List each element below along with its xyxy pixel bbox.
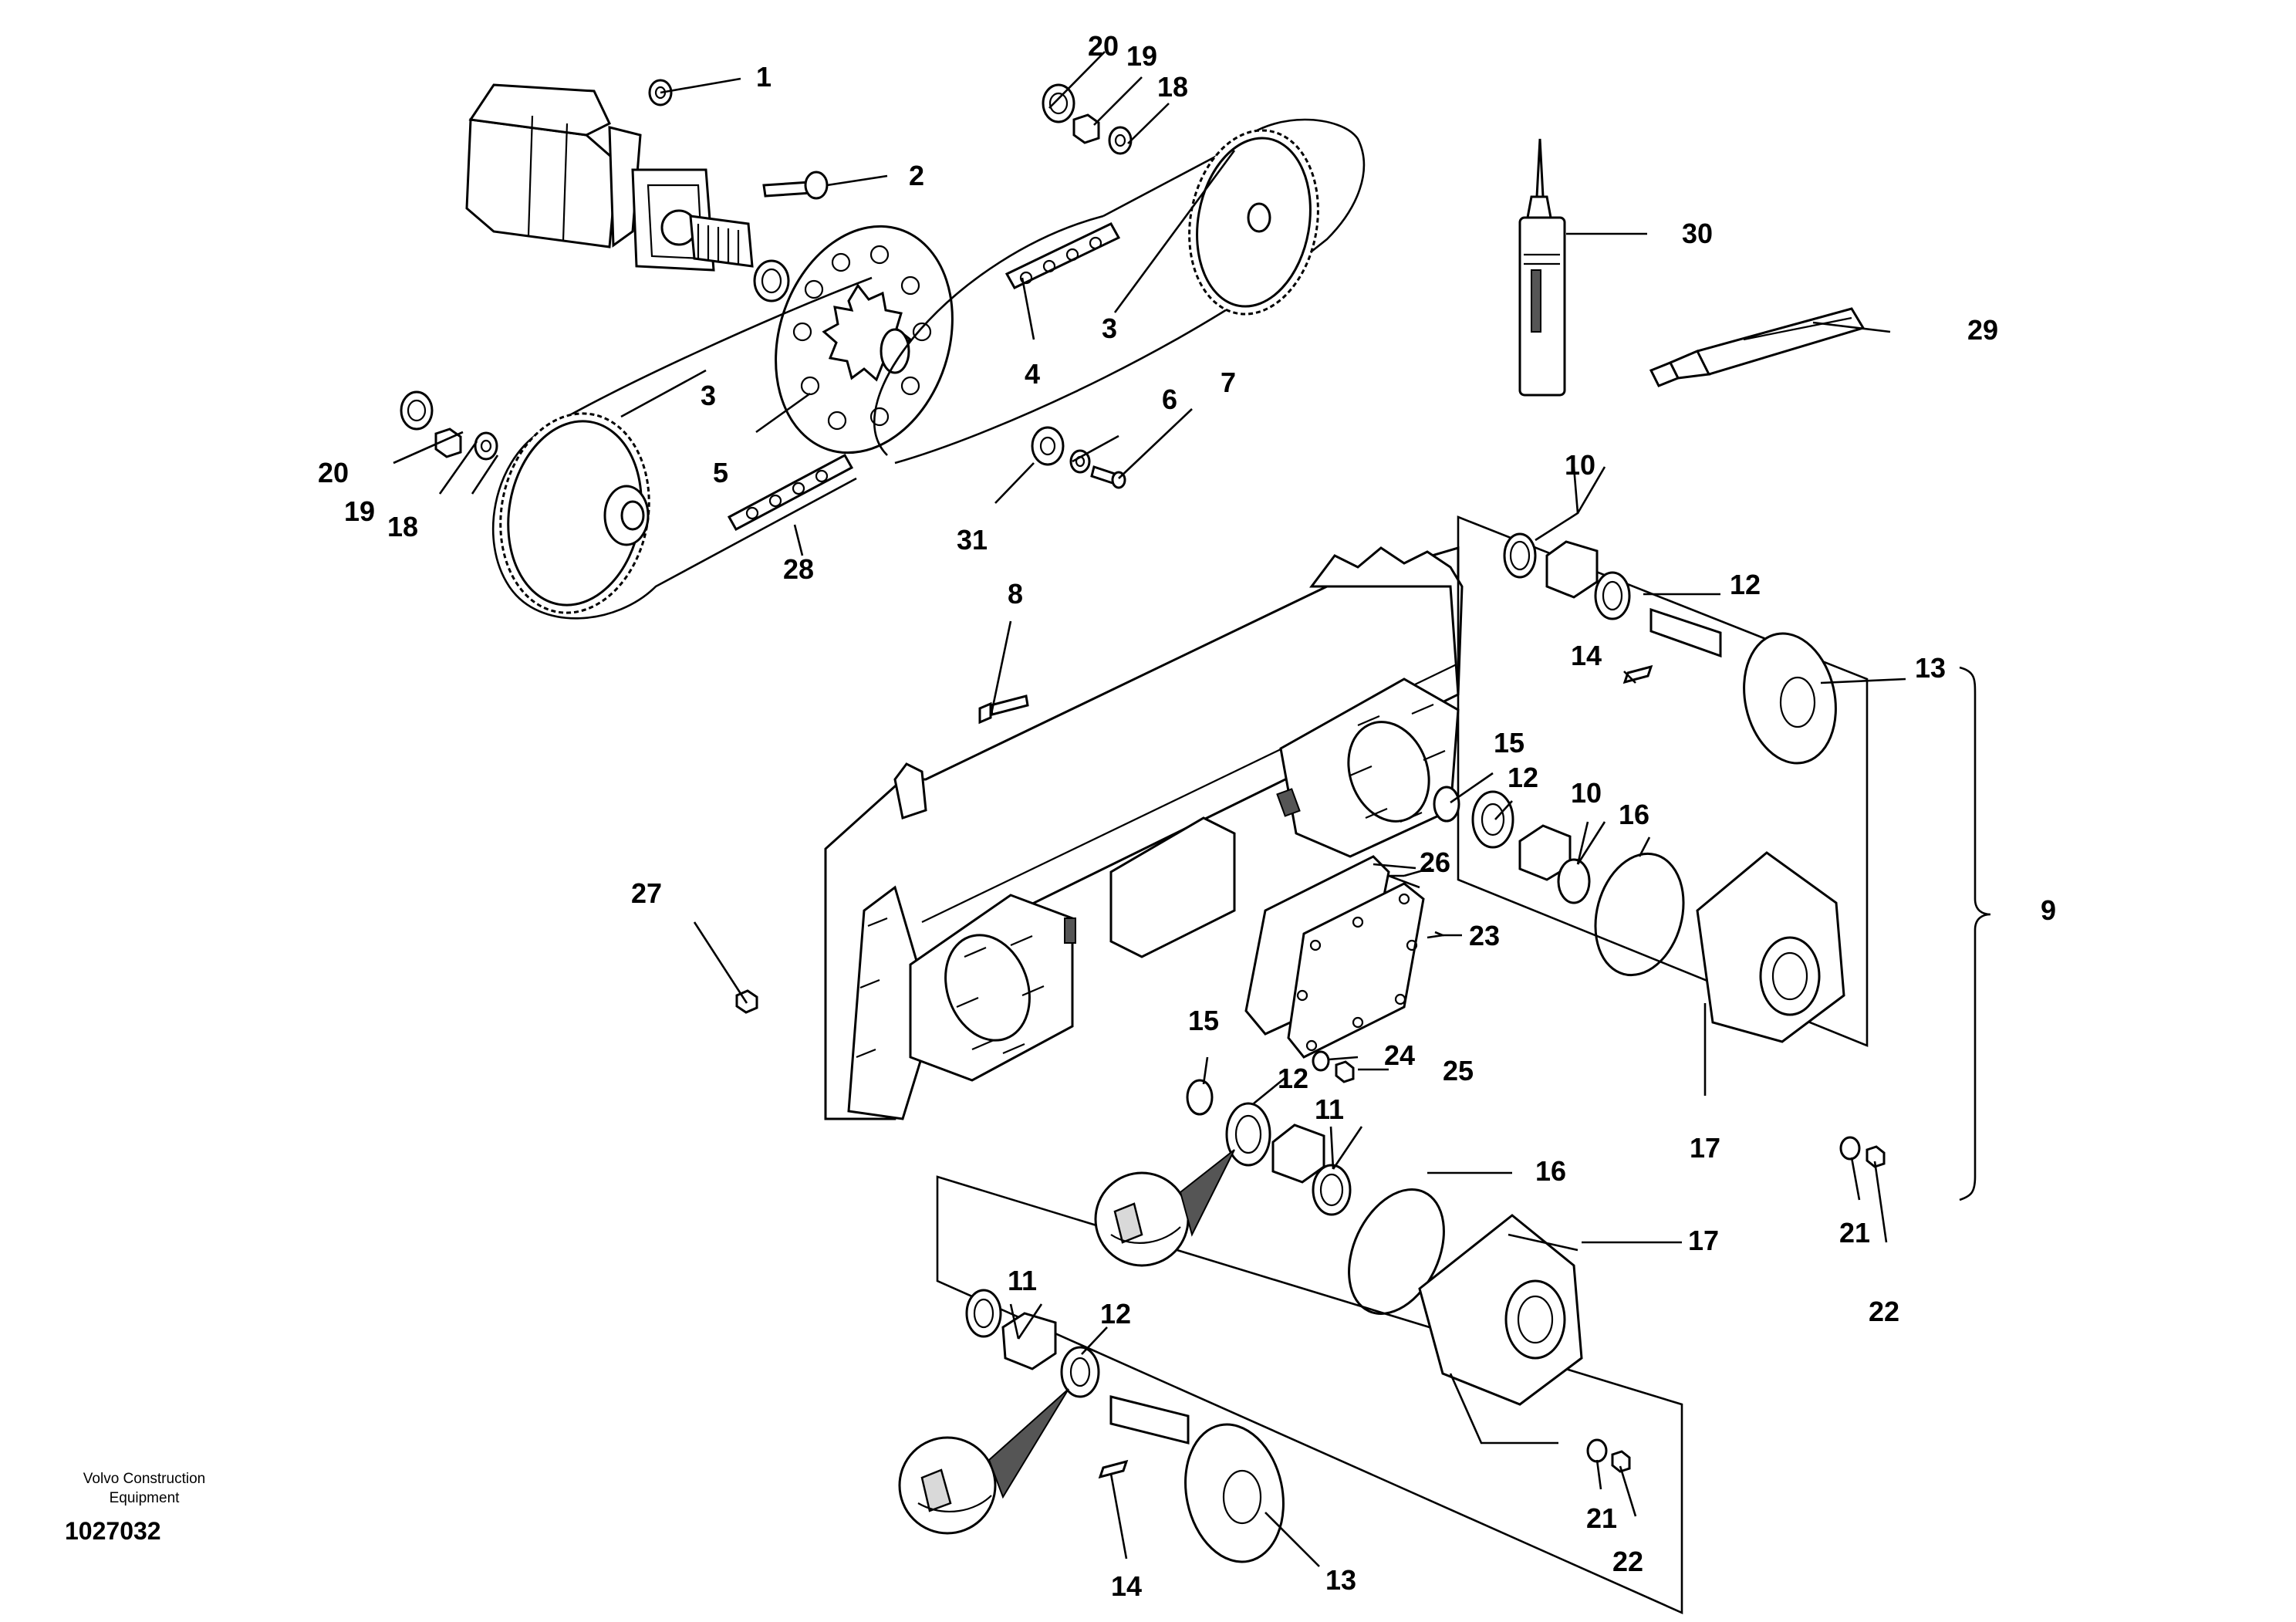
callout-1: 1 — [756, 61, 772, 93]
callout-30: 30 — [1682, 218, 1713, 249]
leader-lines — [393, 51, 1906, 1567]
callout-21-lower: 21 — [1586, 1502, 1617, 1534]
callout-14-upper: 14 — [1571, 640, 1602, 671]
seal-detail-bubble-upper — [1094, 1149, 1235, 1267]
axle-assembly-left — [936, 1079, 1683, 1615]
callout-15-lower: 15 — [1188, 1005, 1219, 1036]
callout-15-upper: 15 — [1494, 727, 1524, 759]
callout-12-b: 12 — [1508, 762, 1538, 793]
callout-17-lower: 17 — [1688, 1225, 1719, 1256]
chain-segment-part-4 — [1004, 222, 1121, 289]
chaincase-housing — [824, 546, 1464, 1120]
callout-22-lower: 22 — [1612, 1546, 1643, 1577]
callout-10-lower: 10 — [1571, 777, 1602, 809]
spacer-washer-bolt-31-6-7 — [1031, 426, 1126, 489]
callout-18-lower: 18 — [387, 511, 418, 542]
callout-17-upper: 17 — [1690, 1132, 1720, 1164]
callout-5: 5 — [713, 457, 728, 488]
callout-23: 23 — [1469, 920, 1500, 951]
callout-8: 8 — [1008, 578, 1023, 610]
callout-labels: 1 2 3 3 4 5 6 7 8 9 10 10 11 11 12 12 12… — [318, 30, 2056, 1602]
cover-gasket-parts-23-26 — [1244, 855, 1425, 1083]
callout-11-lower: 11 — [1008, 1265, 1037, 1296]
callout-3-upper: 3 — [1102, 313, 1117, 344]
callout-22-upper: 22 — [1869, 1296, 1899, 1327]
seal-detail-bubble-lower — [898, 1388, 1069, 1535]
hydraulic-motor — [465, 83, 790, 302]
callout-13-lower: 13 — [1325, 1564, 1356, 1596]
sprocket-lower-part-3 — [499, 412, 650, 614]
callout-11-upper: 11 — [1315, 1093, 1344, 1125]
callout-25: 25 — [1443, 1055, 1474, 1086]
group-bracket-9 — [1959, 666, 1991, 1201]
callout-26: 26 — [1420, 846, 1450, 878]
callout-7: 7 — [1221, 367, 1236, 398]
callout-18-upper: 18 — [1157, 71, 1188, 103]
sealant-cartridge-part-30 — [1518, 138, 1566, 397]
callout-4: 4 — [1025, 358, 1040, 390]
callout-21-upper: 21 — [1839, 1217, 1870, 1249]
callout-6: 6 — [1162, 384, 1177, 415]
callout-16-lower: 16 — [1535, 1155, 1566, 1187]
callout-12-d: 12 — [1100, 1298, 1131, 1330]
callout-14-lower: 14 — [1111, 1570, 1142, 1602]
callout-31: 31 — [957, 524, 988, 556]
nut-washer-stack-lower — [400, 390, 498, 461]
callout-12-c: 12 — [1278, 1063, 1308, 1094]
callout-16-upper: 16 — [1619, 799, 1649, 830]
axle-assembly-right — [1433, 515, 1886, 1168]
bolt-part-2 — [762, 171, 829, 200]
sprocket-upper-part-3 — [1188, 129, 1319, 316]
callout-10-upper: 10 — [1565, 449, 1595, 481]
callout-19-lower: 19 — [344, 495, 375, 527]
drive-chain-lower — [491, 276, 873, 620]
callout-3-lower: 3 — [701, 380, 716, 411]
callout-19-upper: 19 — [1126, 40, 1157, 72]
callout-20-upper: 20 — [1088, 30, 1119, 62]
callout-29: 29 — [1967, 314, 1998, 346]
callout-20-lower: 20 — [318, 457, 349, 488]
diagram-code: 1027032 — [65, 1517, 161, 1545]
callout-2: 2 — [909, 160, 924, 191]
chain-segment-part-28 — [727, 453, 854, 532]
callout-28: 28 — [783, 553, 814, 585]
callout-27: 27 — [631, 877, 662, 909]
drive-chain-upper — [873, 118, 1366, 465]
drive-flange-part-5 — [775, 225, 954, 454]
callout-13-upper: 13 — [1915, 652, 1946, 684]
nut-washer-stack-upper — [1042, 83, 1133, 155]
company-name: Volvo Construction Equipment — [83, 1471, 206, 1506]
callout-12-a: 12 — [1730, 569, 1761, 600]
grease-tube-part-29 — [1649, 307, 1866, 387]
callout-24: 24 — [1384, 1039, 1415, 1071]
bolt-part-8 — [978, 694, 1029, 725]
callout-9: 9 — [2041, 894, 2056, 926]
